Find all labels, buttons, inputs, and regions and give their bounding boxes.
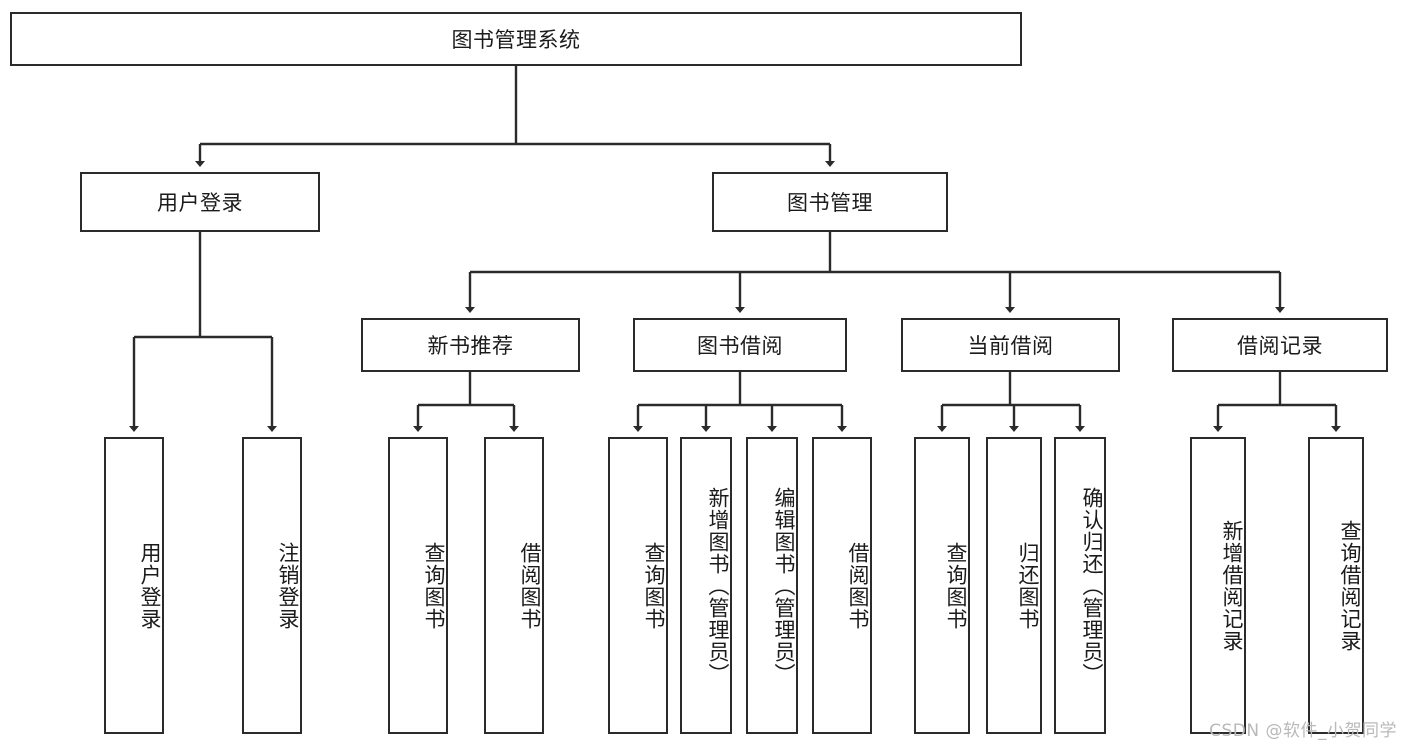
node-user-login-label: 用户登录	[157, 191, 243, 215]
node-current-borrow[interactable]: 当前借阅	[901, 318, 1120, 372]
node-leaf-label: 查询图书	[642, 541, 666, 630]
node-leaf-label: 注销登录	[276, 541, 300, 630]
node-leaf-label: 借阅图书	[846, 541, 870, 630]
node-root-label: 图书管理系统	[451, 28, 581, 52]
node-borrow-record-label: 借阅记录	[1237, 334, 1323, 358]
node-leaf-label: 用户登录	[138, 541, 162, 630]
node-leaf-query-book-c[interactable]: 查询图书	[914, 437, 970, 734]
node-book-management-label: 图书管理	[787, 191, 873, 215]
node-root-system[interactable]: 图书管理系统	[10, 12, 1022, 66]
node-leaf-label: 新增借阅记录	[1220, 519, 1244, 652]
node-leaf-label: 查询图书	[944, 541, 968, 630]
node-leaf-label: 新增图书（管理员）	[706, 486, 730, 685]
node-book-borrow[interactable]: 图书借阅	[633, 318, 847, 372]
node-leaf-query-book-a[interactable]: 查询图书	[388, 437, 448, 734]
node-leaf-label: 查询图书	[422, 541, 446, 630]
node-leaf-logout[interactable]: 注销登录	[242, 437, 302, 734]
node-leaf-confirm-return-admin[interactable]: 确认归还（管理员）	[1054, 437, 1106, 734]
node-leaf-query-book-b[interactable]: 查询图书	[608, 437, 668, 734]
node-leaf-label: 借阅图书	[518, 541, 542, 630]
node-leaf-add-book-admin[interactable]: 新增图书（管理员）	[680, 437, 732, 734]
node-book-management[interactable]: 图书管理	[712, 172, 948, 232]
node-leaf-label: 确认归还（管理员）	[1080, 486, 1104, 685]
node-leaf-borrow-book-a[interactable]: 借阅图书	[484, 437, 544, 734]
node-leaf-label: 编辑图书（管理员）	[772, 486, 796, 685]
node-new-book-recommend[interactable]: 新书推荐	[361, 318, 580, 372]
node-leaf-query-borrow-record[interactable]: 查询借阅记录	[1308, 437, 1364, 734]
node-leaf-user-login[interactable]: 用户登录	[104, 437, 164, 734]
node-new-book-recommend-label: 新书推荐	[427, 334, 514, 358]
node-book-borrow-label: 图书借阅	[697, 334, 783, 358]
node-leaf-borrow-book-b[interactable]: 借阅图书	[812, 437, 872, 734]
node-leaf-add-borrow-record[interactable]: 新增借阅记录	[1190, 437, 1246, 734]
node-leaf-return-book[interactable]: 归还图书	[986, 437, 1042, 734]
node-borrow-record[interactable]: 借阅记录	[1172, 318, 1388, 372]
node-leaf-label: 查询借阅记录	[1338, 519, 1362, 652]
node-user-login[interactable]: 用户登录	[80, 172, 320, 232]
node-leaf-edit-book-admin[interactable]: 编辑图书（管理员）	[746, 437, 798, 734]
node-leaf-label: 归还图书	[1016, 541, 1040, 630]
node-current-borrow-label: 当前借阅	[967, 334, 1054, 358]
